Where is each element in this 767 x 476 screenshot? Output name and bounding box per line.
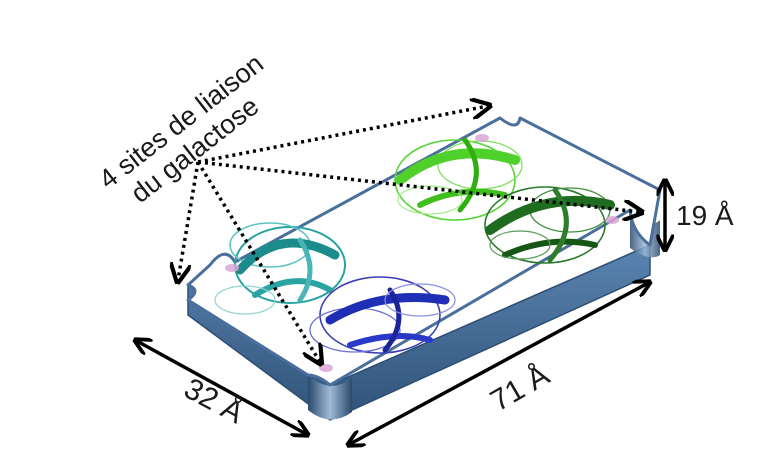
width-label: 32 Å <box>179 372 249 430</box>
width-arrow <box>135 340 308 435</box>
height-label: 19 Å <box>676 200 734 231</box>
light-green-subunit-icon <box>394 137 523 221</box>
dimension-arrows <box>135 180 665 445</box>
teal-subunit-icon <box>214 222 346 315</box>
length-arrow <box>348 282 650 445</box>
binding-site-arrows <box>178 106 640 362</box>
slab-top <box>186 116 662 387</box>
dark-green-subunit-icon <box>484 186 615 264</box>
length-label: 71 Å <box>485 359 555 418</box>
